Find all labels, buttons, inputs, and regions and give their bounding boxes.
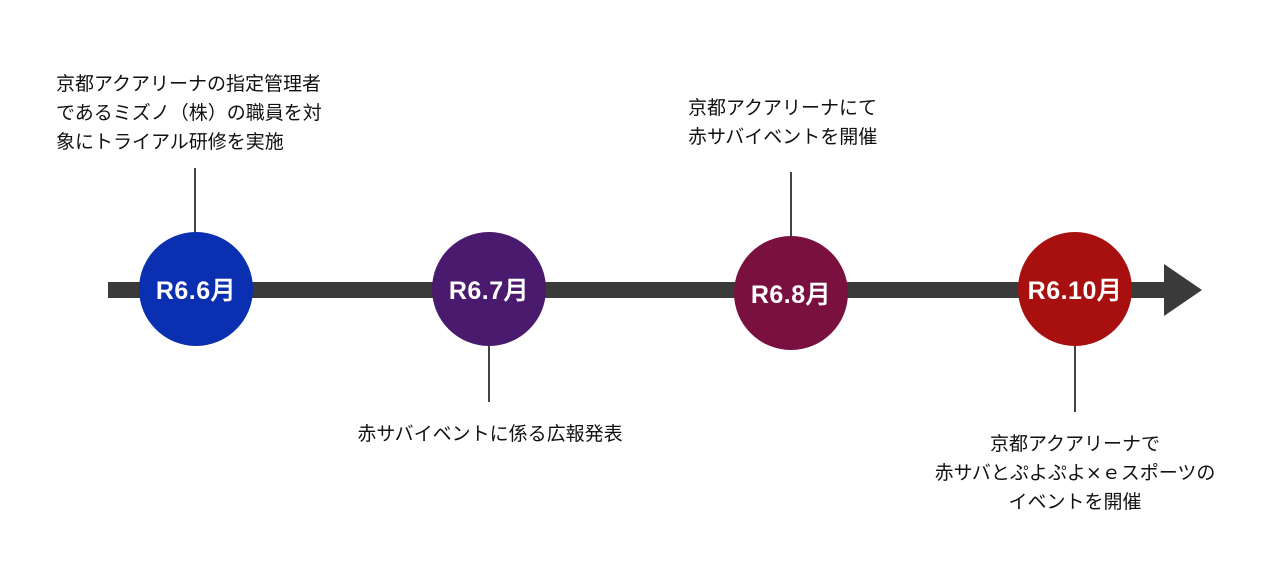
connector-july bbox=[488, 346, 490, 402]
milestone-june: R6.6月 bbox=[139, 232, 253, 346]
connector-october bbox=[1074, 346, 1076, 412]
description-line: 象にトライアル研修を実施 bbox=[56, 131, 284, 153]
description-line: であるミズノ（株）の職員を対 bbox=[56, 102, 322, 124]
milestone-july: R6.7月 bbox=[432, 232, 546, 346]
connector-august bbox=[790, 172, 792, 236]
milestone-october: R6.10月 bbox=[1018, 232, 1132, 346]
timeline-bar bbox=[108, 282, 1170, 298]
milestone-august-description: 京都アクアリーナにて 赤サバイベントを開催 bbox=[688, 94, 877, 152]
description-line: 赤サバイベントに係る広報発表 bbox=[357, 423, 623, 445]
timeline-arrowhead-icon bbox=[1164, 264, 1202, 316]
connector-june bbox=[194, 168, 196, 234]
description-line: 赤サバとぷよぷよ×ｅスポーツの bbox=[934, 462, 1216, 484]
description-line: 京都アクアリーナにて bbox=[688, 97, 878, 119]
milestone-june-label: R6.6月 bbox=[155, 277, 237, 305]
milestone-october-description: 京都アクアリーナで 赤サバとぷよぷよ×ｅスポーツの イベントを開催 bbox=[910, 430, 1240, 517]
milestone-july-label: R6.7月 bbox=[448, 277, 530, 305]
milestone-june-description: 京都アクアリーナの指定管理者 であるミズノ（株）の職員を対 象にトライアル研修を… bbox=[56, 70, 322, 157]
description-line: 京都アクアリーナで bbox=[989, 433, 1161, 455]
milestone-july-description: 赤サバイベントに係る広報発表 bbox=[340, 420, 640, 449]
description-line: 京都アクアリーナの指定管理者 bbox=[56, 73, 322, 95]
milestone-october-label: R6.10月 bbox=[1027, 277, 1123, 305]
description-line: 赤サバイベントを開催 bbox=[688, 126, 878, 148]
description-line: イベントを開催 bbox=[1008, 491, 1142, 513]
milestone-august-label: R6.8月 bbox=[750, 281, 832, 309]
milestone-august: R6.8月 bbox=[734, 236, 848, 350]
